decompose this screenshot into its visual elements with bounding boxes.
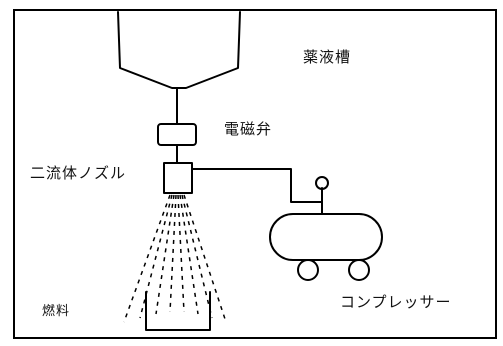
compressor-label: コンプレッサー <box>340 293 452 311</box>
compressor-wheel-left <box>297 259 319 281</box>
solenoid-valve-label: 電磁弁 <box>224 120 273 138</box>
fuel-label: 燃料 <box>42 304 71 319</box>
air-line <box>191 168 323 215</box>
pressure-gauge <box>315 176 329 190</box>
compressor-tank <box>269 213 383 261</box>
spray-pattern <box>123 194 227 323</box>
fuel-container <box>145 291 211 331</box>
compressor-wheel-right <box>348 259 370 281</box>
two-fluid-nozzle <box>163 162 193 194</box>
tank-label: 薬液槽 <box>303 48 352 66</box>
chemical-tank <box>117 11 241 89</box>
nozzle-label: 二流体ノズル <box>30 164 127 182</box>
solenoid-valve <box>157 123 197 146</box>
diagram-frame <box>13 9 497 339</box>
